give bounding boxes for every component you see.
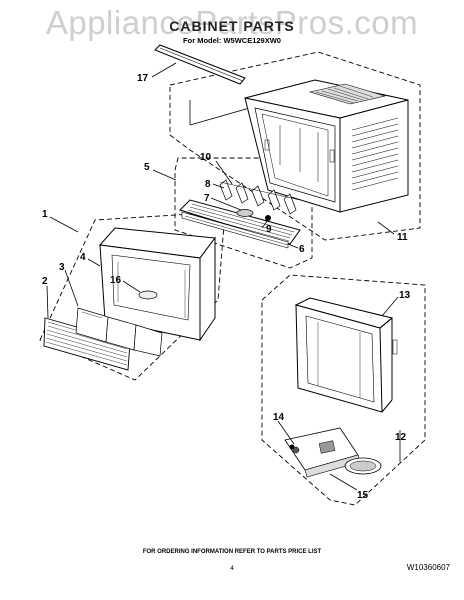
callout-12: 12 <box>395 432 407 443</box>
callout-17: 17 <box>137 73 149 84</box>
front-grille-group-outline <box>174 157 313 269</box>
diagram-title: CABINET PARTS <box>169 18 295 34</box>
air-filter-part <box>75 307 163 357</box>
hardware-kit-part <box>284 427 382 478</box>
callout-16: 16 <box>110 275 122 286</box>
ordering-note: FOR ORDERING INFORMATION REFER TO PARTS … <box>142 549 322 555</box>
callout-1: 1 <box>42 209 48 220</box>
callout-11: 11 <box>397 232 408 243</box>
cabinet-group-outline <box>169 51 421 241</box>
louver-grille-part <box>179 179 301 249</box>
document-number: W10360607 <box>406 563 450 572</box>
callout-labels: 17 5 10 8 7 9 6 11 1 4 16 2 3 13 14 12 1… <box>42 73 411 501</box>
front-panel-part <box>99 227 216 342</box>
callout-3: 3 <box>59 262 65 273</box>
callout-10: 10 <box>200 152 212 163</box>
callout-9: 9 <box>266 224 272 235</box>
cabinet-shell-part <box>244 79 409 213</box>
model-subtitle: For Model: W5WCE129XW0 <box>183 36 281 45</box>
callout-2: 2 <box>42 276 48 287</box>
page-number: 4 <box>230 565 234 572</box>
callout-6: 6 <box>299 244 305 255</box>
callout-7: 7 <box>204 193 210 204</box>
window-frame-kit-part <box>294 297 398 413</box>
window-kit-group-outline <box>261 274 426 506</box>
callout-5: 5 <box>144 162 150 173</box>
watermark: AppliancePartsPros.com <box>45 4 419 41</box>
callout-4: 4 <box>80 252 86 263</box>
callout-13: 13 <box>399 290 411 301</box>
callout-8: 8 <box>205 179 211 190</box>
callout-14: 14 <box>273 412 285 423</box>
callout-15: 15 <box>357 490 369 501</box>
leader-lines <box>46 62 401 491</box>
